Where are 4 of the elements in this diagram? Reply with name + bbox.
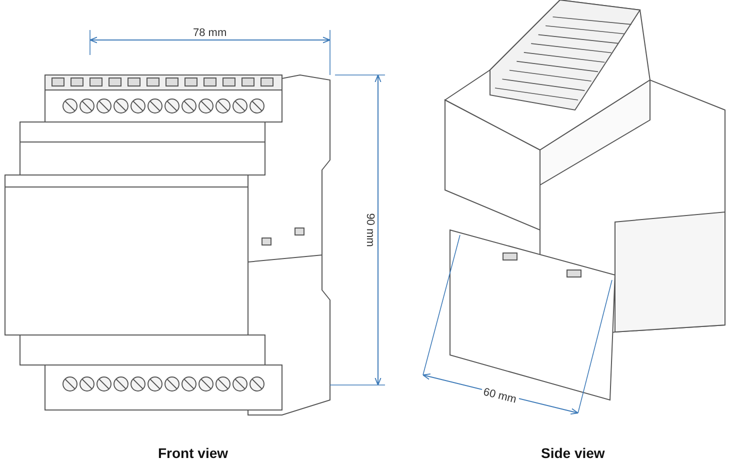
view-caption: Side view [539, 445, 607, 461]
dimension-label: 90 mm [364, 211, 376, 249]
dimension-label: 78 mm [191, 27, 229, 39]
view-caption: Front view [156, 445, 230, 461]
